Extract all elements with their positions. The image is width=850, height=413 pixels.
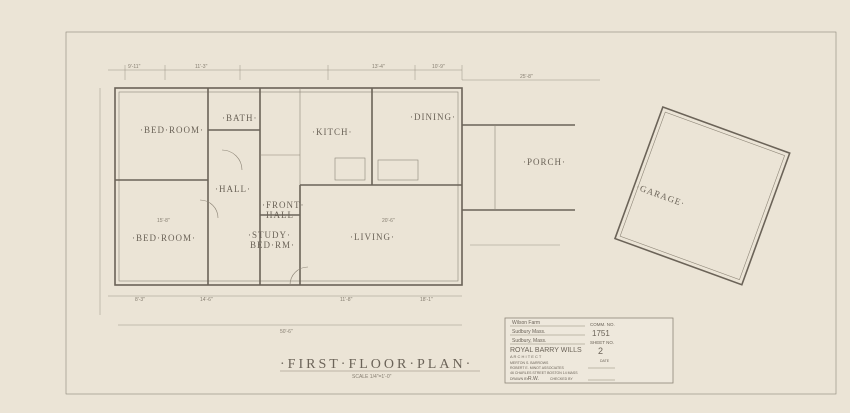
drawing-scale: SCALE 1/4"=1'-0" bbox=[352, 374, 392, 380]
room-label-hall: ·HALL· bbox=[215, 184, 251, 194]
room-label-living: ·LIVING· bbox=[350, 232, 395, 242]
room-label-bedroom-2: ·BED·ROOM· bbox=[132, 233, 196, 243]
sheet-no: 2 bbox=[598, 346, 603, 356]
dim-top-1: 9'-11" bbox=[128, 64, 141, 70]
title-block-line-1: Wilson Farm bbox=[512, 320, 540, 326]
dimension-lines bbox=[99, 65, 600, 326]
room-label-bedroom-1: ·BED·ROOM· bbox=[140, 125, 204, 135]
firm-address: 46 CHARLES STREET BOSTON 14 MASS bbox=[510, 371, 578, 375]
firm-name: ROYAL BARRY WILLS bbox=[510, 347, 582, 354]
room-label-kitchen: ·KITCH· bbox=[312, 127, 353, 137]
dim-living-width: 20'-6" bbox=[382, 218, 395, 224]
dim-top-2: 11'-3" bbox=[195, 64, 208, 70]
dim-bottom-2: 14'-6" bbox=[200, 297, 213, 303]
dim-bottom-4: 18'-1" bbox=[420, 297, 433, 303]
porch-walls bbox=[462, 124, 575, 211]
dim-bed-width: 15'-8" bbox=[157, 218, 170, 224]
garage-walls bbox=[613, 105, 791, 286]
comm-no-label: COMM. NO. bbox=[590, 322, 615, 327]
checked-by-label: CHECKED BY bbox=[550, 377, 573, 381]
room-label-study-2: BED·RM· bbox=[250, 240, 295, 250]
sheet-border bbox=[65, 31, 837, 395]
room-label-dining: ·DINING· bbox=[410, 112, 456, 122]
dim-top-3: 13'-4" bbox=[372, 64, 385, 70]
room-label-front-hall: ·FRONT· bbox=[262, 200, 305, 210]
room-label-bath: ·BATH· bbox=[222, 113, 258, 123]
dim-bottom-1: 8'-3" bbox=[135, 297, 145, 303]
room-label-front-hall-2: HALL bbox=[266, 210, 294, 220]
associate-2: ROBERT E. MINOT ASSOCIATES bbox=[510, 366, 564, 370]
dim-top-4: 10'-9" bbox=[432, 64, 445, 70]
comm-no: 1751 bbox=[592, 329, 610, 338]
dim-porch-top: 25'-8" bbox=[520, 74, 533, 80]
firm-subtitle: A R C H I T E C T bbox=[510, 354, 542, 359]
room-label-garage: ·GARAGE· bbox=[635, 182, 687, 209]
drawn-by-label: DRAWN BY bbox=[510, 377, 529, 381]
room-label-study: ·STUDY· bbox=[248, 230, 291, 240]
room-label-porch: ·PORCH· bbox=[523, 157, 566, 167]
title-block: Wilson Farm Sudbury Mass. Sudbury, Mass.… bbox=[504, 317, 674, 384]
dim-bottom-3: 11'-8" bbox=[340, 297, 353, 303]
sheet-no-label: SHEET NO. bbox=[590, 340, 614, 345]
title-block-line-3: Sudbury, Mass. bbox=[512, 338, 546, 344]
title-block-line-2: Sudbury Mass. bbox=[512, 329, 545, 335]
date-label: DATE bbox=[600, 359, 610, 363]
drawing-title: ·FIRST·FLOOR·PLAN· bbox=[280, 357, 473, 372]
house-walls bbox=[114, 87, 463, 286]
dim-overall: 50'-6" bbox=[280, 329, 293, 335]
associate-1: MERTON S. BARROWS bbox=[510, 361, 549, 365]
drawn-by: R.W. bbox=[528, 376, 539, 382]
